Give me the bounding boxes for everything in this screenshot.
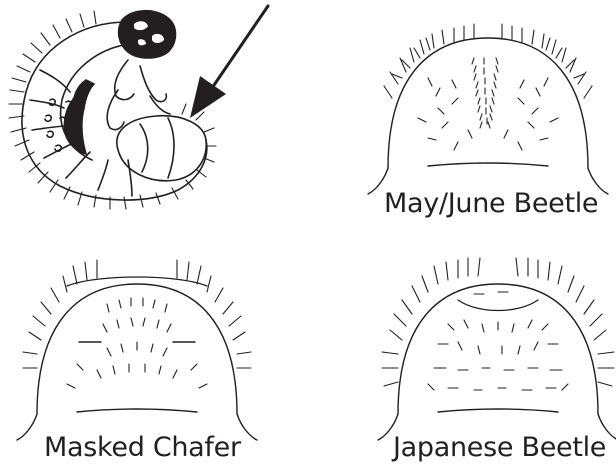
raster-japanese	[378, 258, 616, 440]
grub-drawing	[22, 11, 207, 200]
caption-japanese-beetle: Japanese Beetle	[393, 432, 606, 463]
grub-hairs	[9, 11, 216, 209]
raster-may-june	[368, 24, 608, 194]
raster-masked-chafer	[17, 260, 257, 440]
caption-may-june-beetle: May/June Beetle	[384, 188, 598, 219]
arrow-icon	[190, 6, 268, 118]
caption-masked-chafer: Masked Chafer	[44, 432, 241, 463]
